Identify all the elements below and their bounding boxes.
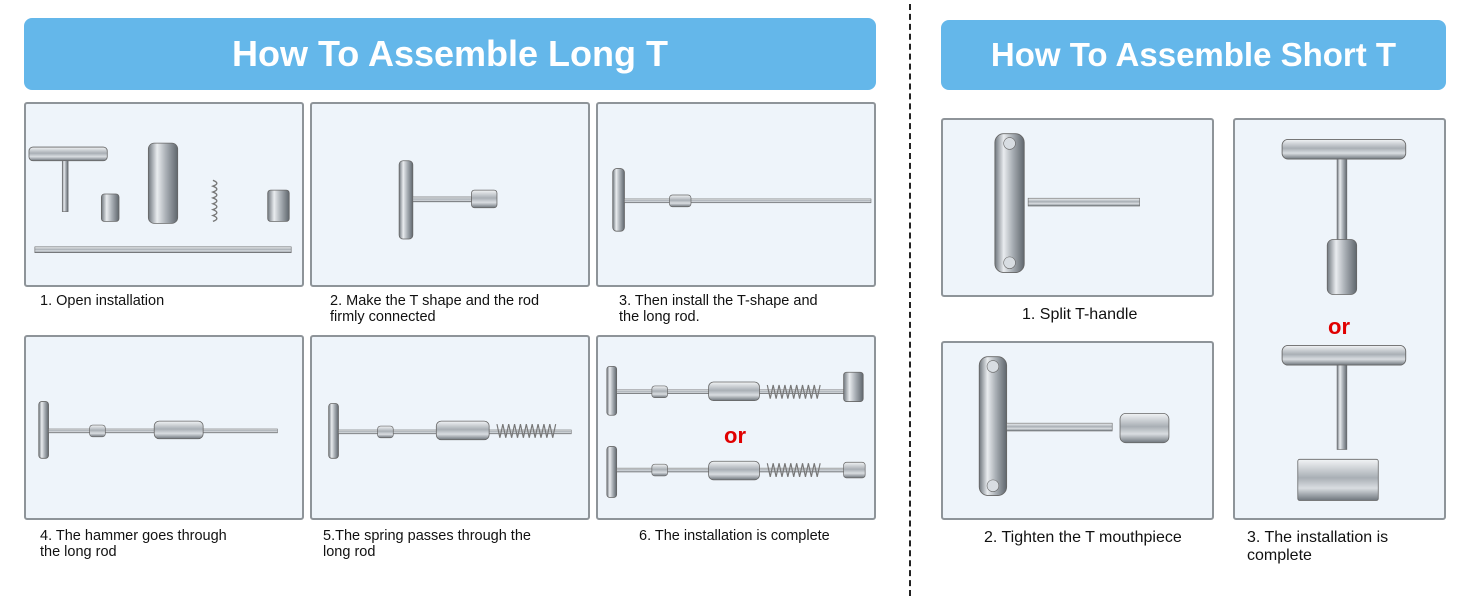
long-step-5-caption: 5.The spring passes through the long rod [323,528,531,560]
parts-layout-illustration [28,142,292,254]
t-handle-icon [612,168,625,232]
t-handle-icon [1281,138,1407,242]
dent-tab-icon [1297,458,1379,501]
spring-icon [496,423,557,438]
long-step-6-caption: 6. The installation is complete [639,528,830,544]
short-t-title-banner: How To Assemble Short T [941,20,1446,90]
long-step-3-caption: 3. Then install the T-shape and the long… [619,293,818,325]
long-step-1-caption: 1. Open installation [40,293,165,309]
hammer-weight-icon [153,420,204,440]
completed-tools-illustration [606,365,866,498]
long-step-2-image [310,102,590,287]
mouthpiece-icon [1119,413,1170,444]
spring-icon [210,179,218,223]
dent-puller-bottom [606,446,866,498]
short-step-2-image [941,341,1214,520]
long-or-label: or [724,423,746,448]
long-step-6-image: or [596,335,876,520]
t-handle-icon [38,401,49,459]
short-t-title: How To Assemble Short T [990,36,1397,73]
mouthpiece-icon [843,461,866,479]
short-step-2-caption: 2. Tighten the T mouthpiece [984,529,1182,546]
rod-icon [624,198,872,204]
hammer-weight-icon [147,142,179,224]
rod-icon [1006,422,1113,432]
mouthpiece-icon [669,194,692,208]
mouthpiece-icon [100,193,120,222]
short-step-3-caption: 3. The installation is complete [1247,529,1389,564]
t-handle-icon [28,146,108,212]
short-step-3-image: or [1233,118,1446,520]
section-divider [909,4,911,596]
mouthpiece-icon [377,425,394,439]
long-step-5-image [310,335,590,520]
long-step-4-image [24,335,304,520]
hammer-on-rod-illustration [38,401,278,459]
mouthpiece-icon [1326,239,1358,295]
t-handle-icon [1281,345,1407,450]
t-rod-connected-illustration [398,160,498,240]
hammer-weight-icon [435,420,490,441]
dent-puller-top [606,365,864,416]
spring-on-rod-illustration [328,403,572,459]
long-t-title-banner: How To Assemble Long T [24,18,876,90]
mouthpiece-icon [89,424,106,438]
mouthpiece-icon [471,189,498,209]
t-handle-icon [994,133,1025,273]
rod-icon [34,246,292,254]
long-step-4-caption: 4. The hammer goes through the long rod [40,528,227,560]
dent-tab-icon [843,371,864,402]
short-step-1-image [941,118,1214,297]
short-step-1-caption: 1. Split T-handle [1022,306,1138,323]
t-handle-icon [398,160,472,240]
long-step-2-caption: 2. Make the T shape and the rod firmly c… [330,293,540,325]
long-t-title: How To Assemble Long T [231,33,668,74]
long-step-3-image [596,102,876,287]
rod-icon [1027,197,1140,207]
short-t-complete-illustration [1281,138,1407,501]
long-step-1-image [24,102,304,287]
short-or-label: or [1328,314,1350,339]
t-long-rod-illustration [612,168,872,232]
t-handle-icon [328,403,339,459]
t-handle-icon [978,356,1008,496]
split-t-handle-illustration [994,133,1140,273]
tighten-mouthpiece-illustration [978,356,1170,496]
mouthpiece-icon [267,189,290,222]
